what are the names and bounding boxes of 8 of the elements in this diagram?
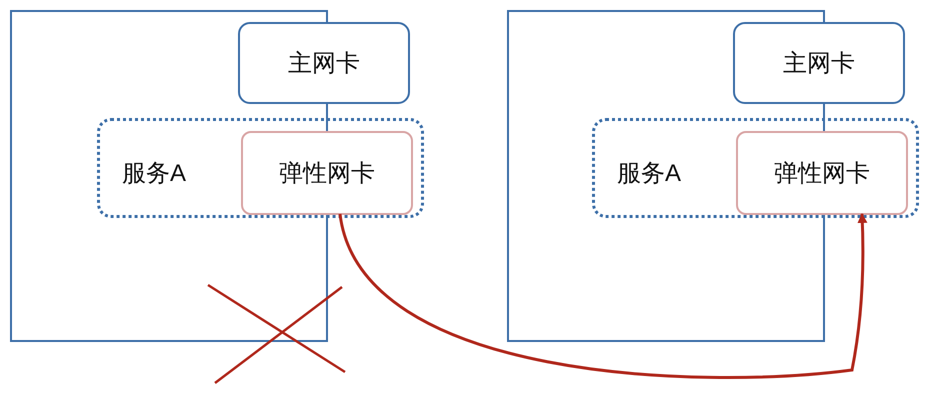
- service-label: 服务A: [122, 159, 186, 189]
- network-card-box: 弹性网卡: [241, 131, 413, 215]
- network-card-box: 主网卡: [733, 22, 905, 104]
- network-card-box: 弹性网卡: [736, 131, 908, 215]
- service-label: 服务A: [617, 159, 682, 189]
- service-group: [97, 118, 424, 218]
- network-card-box: 主网卡: [238, 22, 410, 104]
- service-group: [592, 118, 919, 218]
